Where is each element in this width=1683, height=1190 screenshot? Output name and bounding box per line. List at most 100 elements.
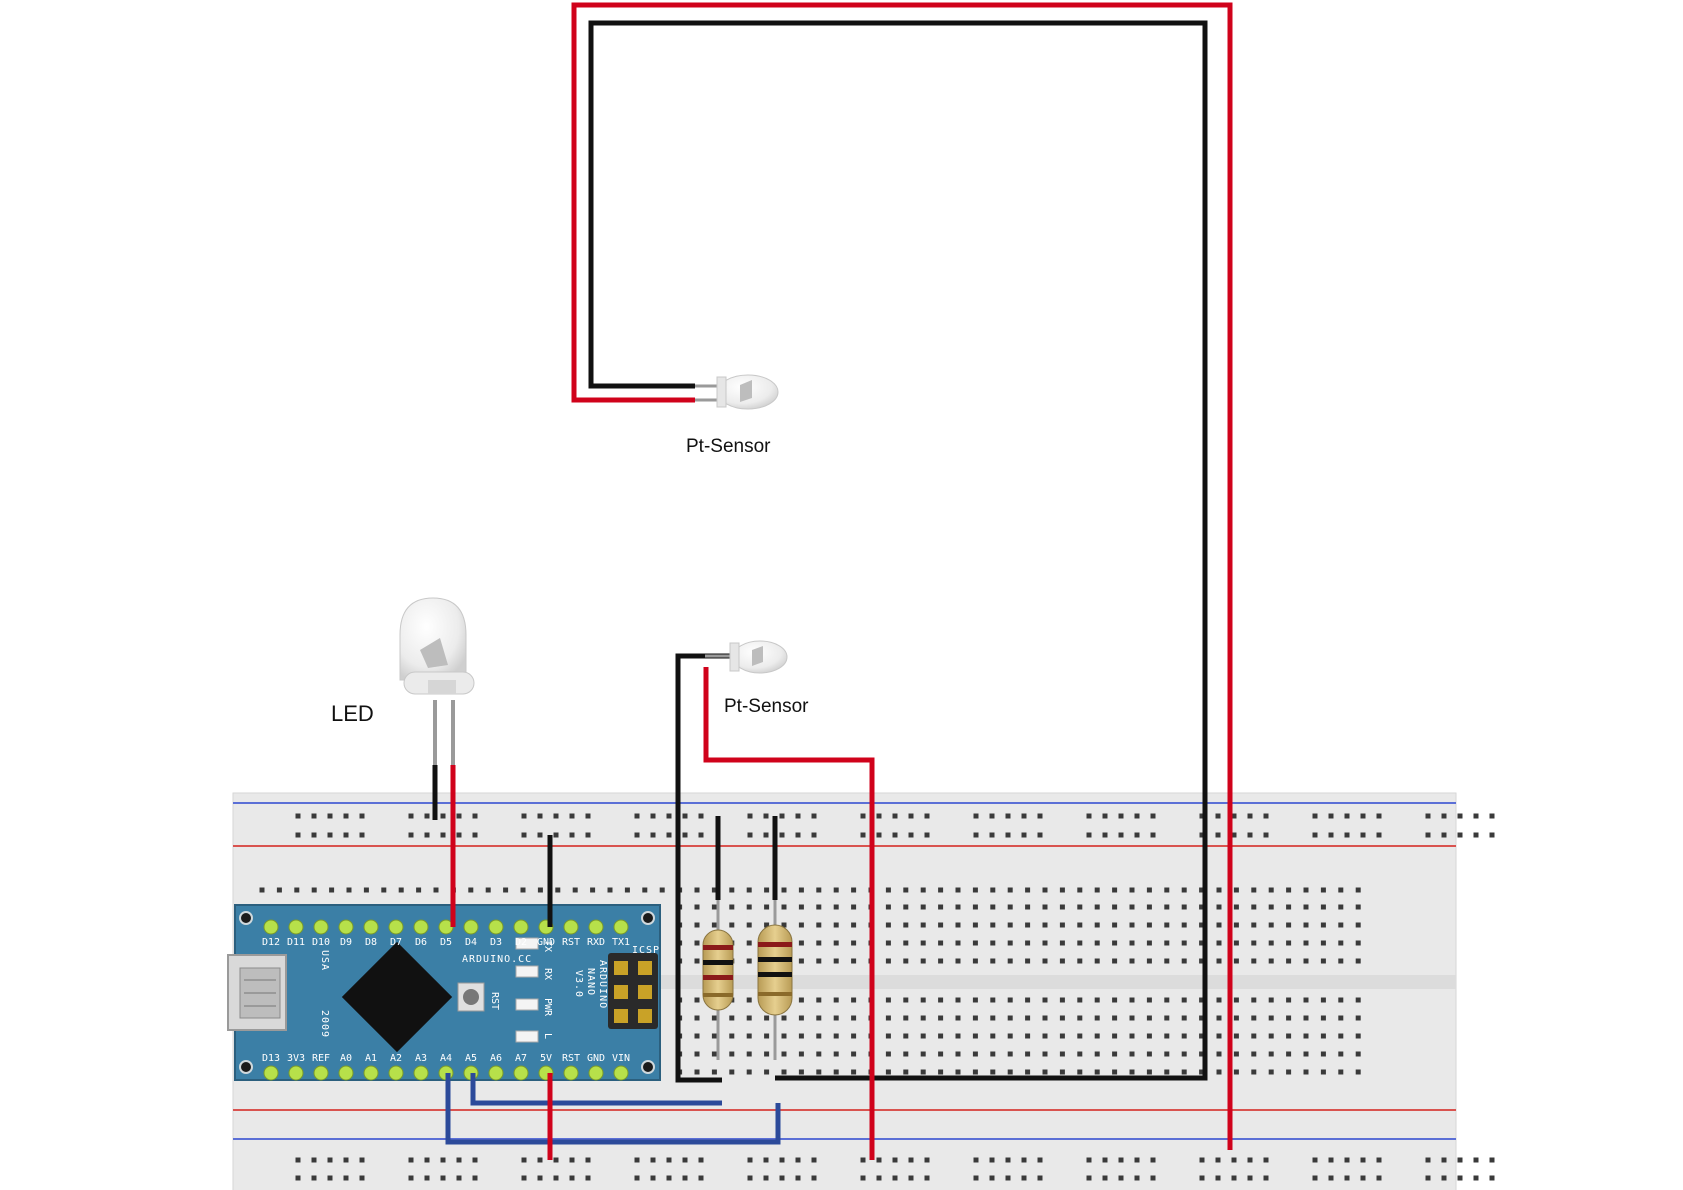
arduino-pin-label-top: D12	[262, 937, 280, 948]
arduino-pin-label-bottom: D13	[262, 1053, 280, 1064]
breadboard-hole	[1355, 904, 1361, 910]
breadboard-hole	[311, 832, 317, 838]
breadboard-hole	[468, 887, 474, 893]
breadboard-hole	[1164, 1015, 1170, 1021]
breadboard-hole	[694, 1015, 700, 1021]
breadboard-hole	[1134, 1175, 1140, 1181]
breadboard-hole	[711, 1069, 717, 1075]
arduino-pin-bottom	[263, 1065, 279, 1081]
breadboard-hole	[990, 1033, 996, 1039]
breadboard-hole	[1037, 813, 1043, 819]
breadboard-hole	[607, 887, 613, 893]
mount-hole	[641, 911, 655, 925]
breadboard-hole	[327, 813, 333, 819]
breadboard-hole	[1025, 922, 1031, 928]
breadboard-hole	[1233, 1015, 1239, 1021]
breadboard-hole	[892, 813, 898, 819]
breadboard-hole	[1077, 958, 1083, 964]
breadboard-hole	[1199, 958, 1205, 964]
breadboard-hole	[1094, 887, 1100, 893]
breadboard-hole	[885, 904, 891, 910]
breadboard-hole	[1112, 887, 1118, 893]
breadboard-hole	[781, 1033, 787, 1039]
breadboard-hole	[694, 1051, 700, 1057]
breadboard-hole	[634, 1175, 640, 1181]
breadboard-hole	[485, 887, 491, 893]
breadboard-hole	[885, 1069, 891, 1075]
breadboard-hole	[1042, 904, 1048, 910]
breadboard-hole	[1037, 1157, 1043, 1163]
arduino-pin-label-bottom: A1	[365, 1053, 377, 1064]
breadboard-hole	[1129, 940, 1135, 946]
breadboard-hole	[955, 1051, 961, 1057]
breadboard-hole	[1005, 1175, 1011, 1181]
breadboard-hole	[955, 904, 961, 910]
breadboard-hole	[764, 887, 770, 893]
breadboard-hole	[851, 1015, 857, 1021]
breadboard-hole	[398, 887, 404, 893]
breadboard-hole	[781, 904, 787, 910]
breadboard-hole	[1441, 813, 1447, 819]
breadboard-hole	[1320, 922, 1326, 928]
breadboard-hole	[1312, 1175, 1318, 1181]
breadboard-hole	[1457, 1175, 1463, 1181]
breadboard-hole	[1489, 1157, 1495, 1163]
breadboard-hole	[1303, 904, 1309, 910]
breadboard-hole	[650, 1157, 656, 1163]
breadboard-hole	[295, 1157, 301, 1163]
breadboard-hole	[1042, 887, 1048, 893]
breadboard-hole	[1129, 922, 1135, 928]
led-label: LED	[331, 701, 374, 726]
breadboard-hole	[924, 1175, 930, 1181]
arduino-pin-label-bottom: A6	[490, 1053, 502, 1064]
breadboard-hole	[1355, 1069, 1361, 1075]
breadboard-hole	[746, 1051, 752, 1057]
breadboard-hole	[1077, 922, 1083, 928]
breadboard-hole	[833, 997, 839, 1003]
breadboard-hole	[1181, 887, 1187, 893]
breadboard-hole	[1181, 1033, 1187, 1039]
breadboard-hole	[1199, 813, 1205, 819]
breadboard-hole	[1251, 958, 1257, 964]
breadboard-hole	[1025, 958, 1031, 964]
arduino-pin-top	[263, 919, 279, 935]
breadboard-hole	[798, 922, 804, 928]
breadboard-hole	[851, 940, 857, 946]
breadboard-hole	[1112, 922, 1118, 928]
breadboard-hole	[1216, 958, 1222, 964]
breadboard-hole	[1118, 1157, 1124, 1163]
breadboard-hole	[1376, 832, 1382, 838]
breadboard-hole	[553, 1175, 559, 1181]
breadboard-hole	[1286, 904, 1292, 910]
arduino-pin-top	[613, 919, 629, 935]
breadboard-hole	[1268, 904, 1274, 910]
breadboard-hole	[1199, 1157, 1205, 1163]
breadboard-hole	[1286, 940, 1292, 946]
arduino-pin-label-bottom: A7	[515, 1053, 527, 1064]
breadboard-hole	[1376, 1157, 1382, 1163]
breadboard-hole	[1355, 1015, 1361, 1021]
breadboard-hole	[1199, 940, 1205, 946]
breadboard-hole	[1146, 887, 1152, 893]
breadboard-hole	[798, 1033, 804, 1039]
breadboard-hole	[1303, 997, 1309, 1003]
breadboard-hole	[1025, 1069, 1031, 1075]
breadboard-hole	[903, 1033, 909, 1039]
breadboard-hole	[1146, 1015, 1152, 1021]
breadboard-hole	[795, 813, 801, 819]
arduino-pin-label-bottom: A5	[465, 1053, 477, 1064]
breadboard-hole	[1042, 1051, 1048, 1057]
breadboard-hole	[746, 1015, 752, 1021]
breadboard-hole	[1086, 1175, 1092, 1181]
breadboard-hole	[456, 813, 462, 819]
arduino-pin-label-bottom: A2	[390, 1053, 402, 1064]
breadboard-hole	[1094, 1033, 1100, 1039]
breadboard-hole	[359, 1175, 365, 1181]
breadboard-hole	[711, 887, 717, 893]
breadboard-hole	[798, 1015, 804, 1021]
breadboard-hole	[1216, 997, 1222, 1003]
breadboard-hole	[1042, 940, 1048, 946]
breadboard-hole	[440, 1157, 446, 1163]
breadboard-hole	[1118, 1175, 1124, 1181]
breadboard-hole	[903, 922, 909, 928]
